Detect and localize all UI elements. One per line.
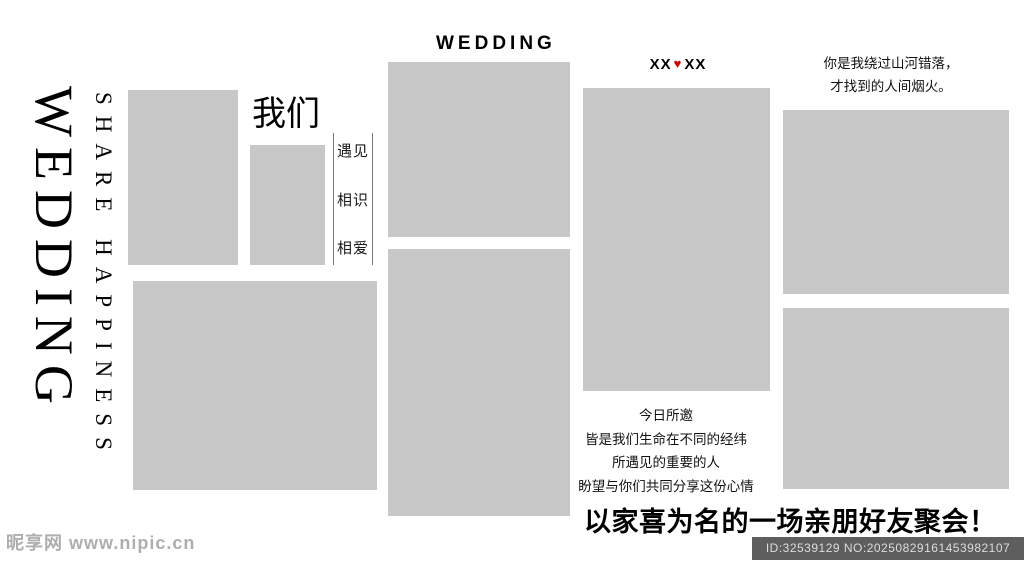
couple-name-left: XX <box>649 56 672 73</box>
watermark-site-text: 昵享网 www.nipic.cn <box>6 533 196 553</box>
timeline-meet-know-love: 遇见 相识 相爱 <box>333 133 373 265</box>
photo-placeholder-center-top <box>388 62 570 237</box>
photo-placeholder-bottom-right <box>783 308 1009 489</box>
quote-block: 你是我绕过山河错落， 才找到的人间烟火。 <box>786 52 996 98</box>
timeline-item-love: 相爱 <box>336 240 369 257</box>
photo-placeholder-center-bottom <box>388 249 570 516</box>
timeline-item-meet: 遇见 <box>336 143 369 160</box>
couple-name-right: XX <box>684 56 707 73</box>
couple-names: XX♥XX <box>628 56 728 73</box>
photo-placeholder-bottom-left <box>133 281 377 490</box>
invitation-block: 今日所邀 皆是我们生命在不同的经纬 所遇见的重要的人 盼望与你们共同分享这份心情 <box>558 404 774 498</box>
quote-line-2: 才找到的人间烟火。 <box>830 79 952 94</box>
photo-placeholder-middle-tall <box>583 88 770 391</box>
photo-placeholder-small <box>250 145 325 265</box>
image-id-bar: ID:32539129 NO:20250829161453982107 <box>752 537 1024 560</box>
invitation-line-1: 今日所邀 <box>639 408 693 423</box>
photo-placeholder-top-right <box>783 110 1009 294</box>
vertical-share-happiness-banner: SHARE HAPPINESS <box>91 92 116 461</box>
quote-line-1: 你是我绕过山河错落， <box>823 56 959 71</box>
photo-placeholder-top-left <box>128 90 238 265</box>
we-label: 我们 <box>252 96 320 133</box>
wedding-heading: WEDDING <box>436 33 556 54</box>
invitation-line-3: 所遇见的重要的人 <box>612 455 720 470</box>
invitation-line-4: 盼望与你们共同分享这份心情 <box>578 478 754 494</box>
heart-icon: ♥ <box>673 56 683 71</box>
vertical-wedding-banner: WEDDING <box>24 86 84 414</box>
timeline-item-know: 相识 <box>336 191 369 209</box>
footer-slogan: 以家喜为名的一场亲朋好友聚会！ <box>584 507 997 537</box>
invitation-line-2: 皆是我们生命在不同的经纬 <box>585 431 747 447</box>
